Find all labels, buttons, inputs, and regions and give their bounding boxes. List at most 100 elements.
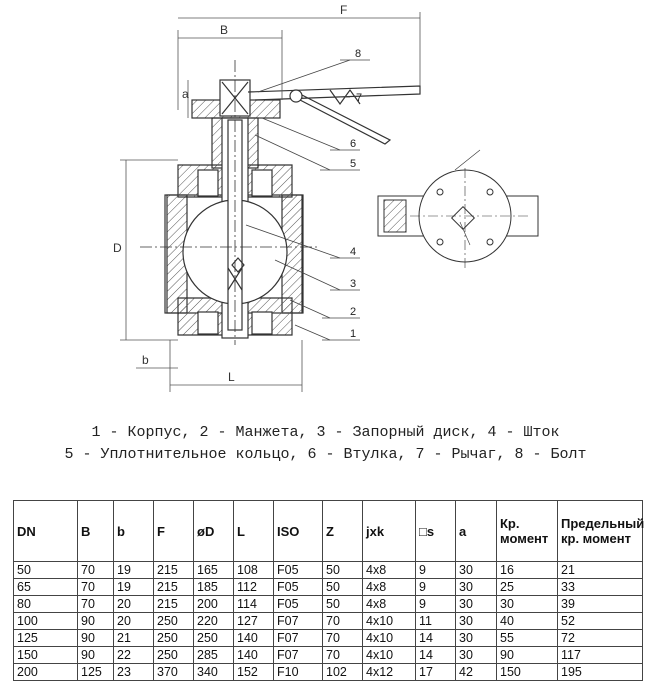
table-cell: 30	[455, 629, 497, 647]
table-cell: 42	[455, 663, 497, 681]
table-cell: 16	[496, 561, 558, 579]
table-cell: 17	[415, 663, 456, 681]
col-header: b	[113, 500, 154, 562]
table-cell: 20	[113, 612, 154, 630]
legend-line-2: 5 - Уплотнительное кольцо, 6 - Втулка, 7…	[64, 446, 587, 463]
table-cell: 150	[496, 663, 558, 681]
table-cell: F05	[273, 578, 323, 596]
table-cell: 14	[415, 646, 456, 664]
table-cell: 195	[557, 663, 643, 681]
table-cell: 4x8	[362, 578, 416, 596]
callout-5: 5	[350, 158, 356, 170]
table-cell: 22	[113, 646, 154, 664]
table-cell: F07	[273, 646, 323, 664]
table-cell: 108	[233, 561, 274, 579]
table-cell: 30	[455, 646, 497, 664]
col-header: DN	[13, 500, 78, 562]
table-cell: 200	[13, 663, 78, 681]
table-cell: 185	[193, 578, 234, 596]
table-cell: 70	[77, 578, 114, 596]
table-cell: 102	[322, 663, 363, 681]
table-cell: 21	[113, 629, 154, 647]
table-cell: 4x10	[362, 629, 416, 647]
dim-label-F: F	[340, 3, 347, 17]
table-cell: 70	[77, 595, 114, 613]
table-cell: 21	[557, 561, 643, 579]
table-cell: 30	[455, 595, 497, 613]
top-view	[377, 149, 539, 270]
table-cell: 40	[496, 612, 558, 630]
table-cell: 33	[557, 578, 643, 596]
callout-leaders	[245, 59, 370, 341]
dim-label-B: B	[220, 23, 228, 37]
callout-8: 8	[355, 48, 361, 60]
table-cell: 200	[193, 595, 234, 613]
table-cell: 370	[153, 663, 194, 681]
table-cell: 4x10	[362, 646, 416, 664]
table-cell: F05	[273, 561, 323, 579]
table-cell: 152	[233, 663, 274, 681]
table-cell: 25	[496, 578, 558, 596]
dimension-lines	[120, 12, 421, 392]
col-header: □s	[415, 500, 456, 562]
callout-7: 7	[356, 92, 362, 104]
table-cell: 9	[415, 578, 456, 596]
table-cell: 340	[193, 663, 234, 681]
table-cell: 50	[322, 578, 363, 596]
table-header-row: DN B b F øD L ISO Z jxk □s a Кр. момент …	[13, 500, 644, 562]
table-cell: 70	[322, 629, 363, 647]
table-cell: 9	[415, 561, 456, 579]
table-cell: 55	[496, 629, 558, 647]
table-cell: 52	[557, 612, 643, 630]
table-cell: 30	[455, 578, 497, 596]
dim-label-a: a	[182, 87, 189, 101]
callout-6: 6	[350, 138, 356, 150]
table-cell: 30	[496, 595, 558, 613]
table-cell: 65	[13, 578, 78, 596]
table-cell: 220	[193, 612, 234, 630]
table-cell: 250	[153, 646, 194, 664]
col-header: ISO	[273, 500, 323, 562]
col-header: L	[233, 500, 274, 562]
table-cell: F10	[273, 663, 323, 681]
table-cell: 19	[113, 561, 154, 579]
table-cell: 4x10	[362, 612, 416, 630]
table-cell: 215	[153, 595, 194, 613]
table-cell: 165	[193, 561, 234, 579]
table-cell: 250	[153, 629, 194, 647]
table-cell: 9	[415, 595, 456, 613]
table-cell: 4x8	[362, 595, 416, 613]
table-cell: 19	[113, 578, 154, 596]
table-cell: 150	[13, 646, 78, 664]
callout-2: 2	[350, 306, 356, 318]
col-header: Z	[322, 500, 363, 562]
legend-line-1: 1 - Корпус, 2 - Манжета, 3 - Запорный ди…	[91, 424, 560, 441]
col-header: a	[455, 500, 497, 562]
table-cell: 90	[77, 629, 114, 647]
callout-1: 1	[350, 328, 356, 340]
table-cell: 72	[557, 629, 643, 647]
table-cell: 90	[77, 646, 114, 664]
table-cell: 30	[455, 561, 497, 579]
table-cell: 112	[233, 578, 274, 596]
table-cell: 125	[13, 629, 78, 647]
table-cell: 39	[557, 595, 643, 613]
col-header: Кр. момент	[496, 500, 558, 562]
table-cell: 4x12	[362, 663, 416, 681]
table-cell: 90	[496, 646, 558, 664]
callout-4: 4	[350, 246, 356, 258]
valve-drawing: F B a D b L 8 7 6 5 4 3 2 1	[113, 3, 539, 392]
col-header: jxk	[362, 500, 416, 562]
table-cell: 285	[193, 646, 234, 664]
dim-label-L: L	[228, 370, 235, 384]
spec-table: DN B b F øD L ISO Z jxk □s a Кр. момент …	[13, 500, 644, 681]
table-cell: F07	[273, 612, 323, 630]
dim-label-b: b	[142, 353, 149, 367]
table-cell: 30	[455, 612, 497, 630]
table-cell: 114	[233, 595, 274, 613]
table-cell: 80	[13, 595, 78, 613]
